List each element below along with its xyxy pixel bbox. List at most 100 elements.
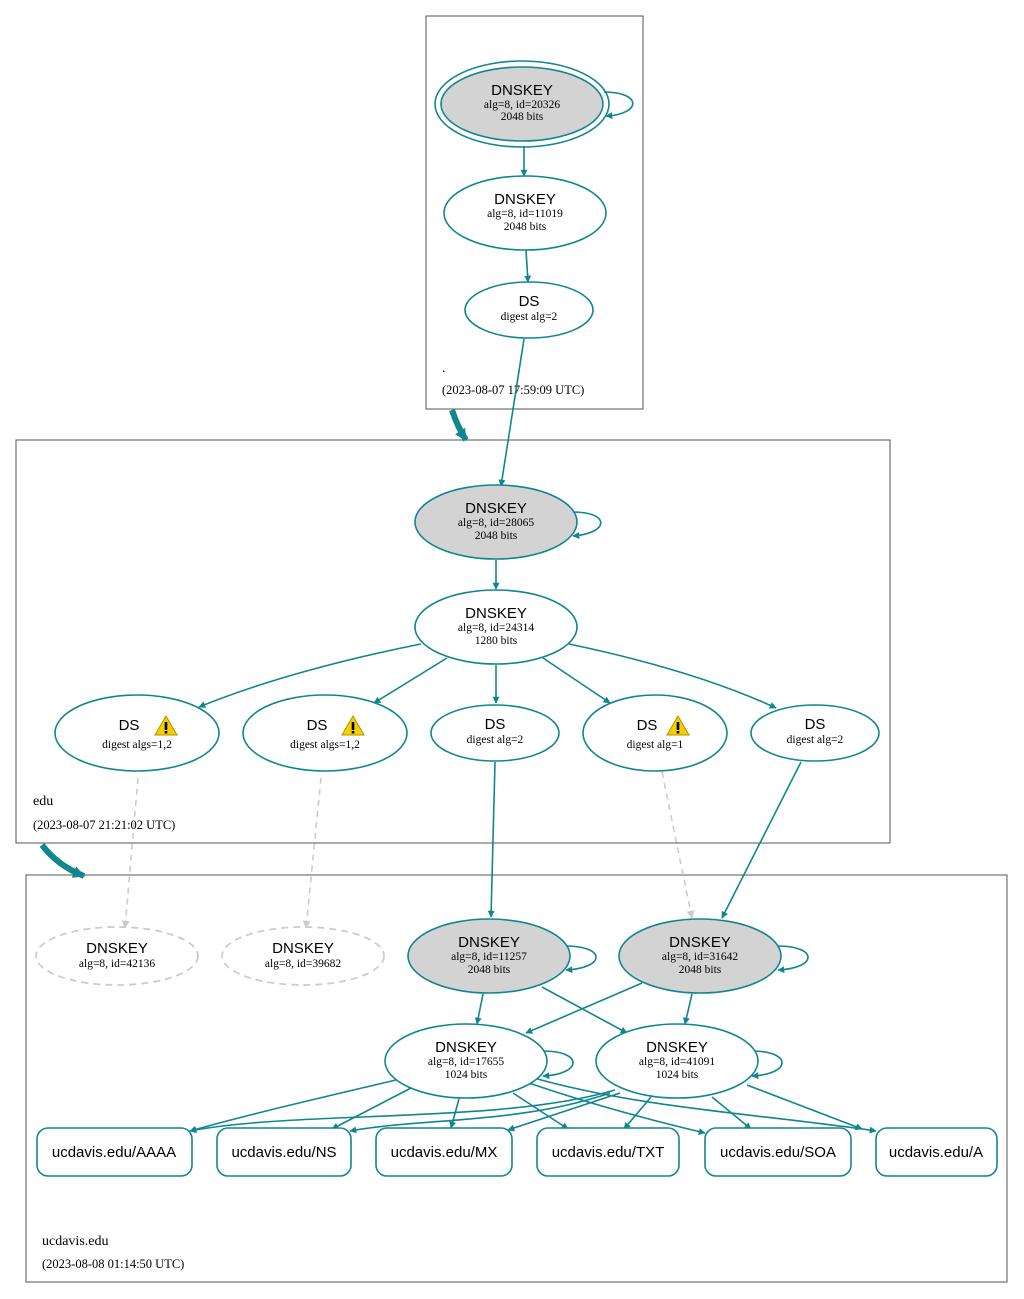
edu-ds2-title: DS (307, 717, 328, 734)
edge-ds2-to-missing-key (302, 777, 322, 929)
root-zsk-node[interactable]: DNSKEY alg=8, id=11019 2048 bits (443, 175, 607, 251)
uc-zsk1-alg: alg=8, id=17655 (428, 1056, 504, 1068)
edge-uc-ksk1-to-zsk1 (474, 993, 484, 1025)
edge-zsk2-to-a (746, 1084, 863, 1131)
delegation-edu-to-ucdavis (39, 843, 86, 879)
edu-ds4-title: DS (637, 717, 658, 734)
edge-edu-zsk-to-ds1 (198, 643, 422, 708)
uc-missing-key-1-title: DNSKEY (86, 940, 148, 957)
edge-uc-zsk1-self (542, 1050, 574, 1080)
root-ds-digest: digest alg=2 (501, 311, 558, 323)
uc-zsk1-bits: 1024 bits (445, 1069, 488, 1081)
edu-ksk-bits: 2048 bits (475, 530, 518, 542)
edu-ds1-title: DS (119, 717, 140, 734)
edu-ds4-digest: digest alg=1 (627, 739, 684, 751)
zone-root-name: . (442, 361, 446, 376)
edge-edu-zsk-to-ds5 (568, 643, 777, 709)
edge-root-ds-to-edu-ksk (498, 338, 525, 487)
edge-zsk2-to-ns (349, 1092, 611, 1134)
edu-ds5-digest: digest alg=2 (787, 734, 844, 746)
uc-zsk1-node[interactable]: DNSKEY alg=8, id=17655 1024 bits (384, 1023, 548, 1099)
edu-ksk-node[interactable]: DNSKEY alg=8, id=28065 2048 bits (414, 484, 578, 560)
zone-edu-box (15, 439, 891, 844)
root-ds-title: DS (519, 293, 540, 310)
zone-edu-timestamp: (2023-08-07 21:21:02 UTC) (33, 818, 175, 832)
rrset-aaaa[interactable]: ucdavis.edu/AAAA (36, 1127, 193, 1177)
root-zsk-bits: 2048 bits (504, 221, 547, 233)
delegation-root-to-edu (449, 409, 469, 442)
edge-zsk1-to-mx (449, 1098, 460, 1129)
uc-zsk2-alg: alg=8, id=41091 (639, 1056, 715, 1068)
edge-zsk2-to-soa (711, 1096, 752, 1130)
uc-zsk2-node[interactable]: DNSKEY alg=8, id=41091 1024 bits (595, 1023, 759, 1099)
uc-zsk2-title: DNSKEY (646, 1039, 708, 1056)
rrset-txt[interactable]: ucdavis.edu/TXT (536, 1127, 680, 1177)
uc-ksk2-alg: alg=8, id=31642 (662, 951, 738, 963)
uc-missing-key-2-alg: alg=8, id=39682 (265, 958, 341, 970)
edge-ds5-to-uc-ksk2 (721, 761, 802, 919)
uc-ksk2-node[interactable]: DNSKEY alg=8, id=31642 2048 bits (618, 918, 782, 994)
edge-edu-zsk-to-ds2 (373, 657, 448, 704)
rrset-ns-label: ucdavis.edu/NS (231, 1144, 336, 1161)
edge-uc-ksk2-to-zsk1 (525, 982, 643, 1034)
uc-missing-key-1-node[interactable]: DNSKEY alg=8, id=42136 (35, 926, 199, 986)
rrset-txt-label: ucdavis.edu/TXT (552, 1144, 665, 1161)
edu-zsk-bits: 1280 bits (475, 635, 518, 647)
uc-ksk1-node[interactable]: DNSKEY alg=8, id=11257 2048 bits (407, 918, 571, 994)
edge-uc-ksk2-to-zsk2 (683, 993, 693, 1025)
uc-zsk1-title: DNSKEY (435, 1039, 497, 1056)
zone-ucdavis-name: ucdavis.edu (42, 1234, 108, 1249)
edu-ksk-title: DNSKEY (465, 500, 527, 517)
edge-ds1-to-missing-key (121, 777, 139, 929)
edge-zsk1-to-soa (528, 1082, 706, 1135)
edge-ds3-to-uc-ksk1 (487, 761, 496, 918)
rrset-soa[interactable]: ucdavis.edu/SOA (704, 1127, 852, 1177)
edge-zsk1-to-aaaa (189, 1079, 397, 1133)
edge-zsk2-to-txt (623, 1096, 652, 1130)
uc-missing-key-2-node[interactable]: DNSKEY alg=8, id=39682 (221, 926, 385, 986)
zone-ucdavis-timestamp: (2023-08-08 01:14:50 UTC) (42, 1257, 184, 1271)
root-ds-node[interactable]: DS digest alg=2 (464, 281, 594, 339)
uc-zsk2-bits: 1024 bits (656, 1069, 699, 1081)
edge-edu-zsk-to-ds4 (542, 657, 611, 704)
rrset-soa-label: ucdavis.edu/SOA (720, 1144, 836, 1161)
edge-uc-ksk1-to-zsk2 (541, 986, 628, 1034)
edu-ds3-title: DS (485, 716, 506, 733)
edge-uc-zsk2-self (751, 1050, 783, 1080)
rrset-a-label: ucdavis.edu/A (889, 1144, 983, 1161)
zone-root-box (425, 15, 644, 410)
edge-zsk2-to-aaaa (189, 1089, 616, 1134)
uc-ksk1-bits: 2048 bits (468, 964, 511, 976)
root-ksk-node[interactable]: DNSKEY alg=8, id=20326 2048 bits (434, 60, 610, 148)
uc-ksk1-title: DNSKEY (458, 934, 520, 951)
edu-ds3-node[interactable]: DS digest alg=2 (430, 704, 560, 762)
edge-root-zsk-to-ds (524, 249, 532, 283)
root-ksk-bits: 2048 bits (501, 111, 544, 123)
uc-ksk2-title: DNSKEY (669, 934, 731, 951)
edge-ds4-to-uc-ksk2 (661, 771, 695, 919)
edu-ds4-node[interactable]: DS digest alg=1 (582, 694, 728, 772)
rrset-a[interactable]: ucdavis.edu/A (875, 1127, 998, 1177)
root-ksk-title: DNSKEY (491, 82, 553, 99)
edu-ds1-digest: digest algs=1,2 (102, 739, 172, 751)
root-zsk-alg: alg=8, id=11019 (487, 208, 563, 220)
edu-ds5-node[interactable]: DS digest alg=2 (750, 704, 880, 762)
edu-zsk-alg: alg=8, id=24314 (458, 622, 534, 634)
edu-ksk-alg: alg=8, id=28065 (458, 517, 534, 529)
edge-zsk1-to-a (533, 1077, 877, 1134)
rrset-mx[interactable]: ucdavis.edu/MX (375, 1127, 513, 1177)
edge-uc-ksk1-self (565, 945, 597, 974)
uc-missing-key-2-title: DNSKEY (272, 940, 334, 957)
root-zsk-title: DNSKEY (494, 191, 556, 208)
uc-ksk2-bits: 2048 bits (679, 964, 722, 976)
rrset-aaaa-label: ucdavis.edu/AAAA (52, 1144, 176, 1161)
edu-ds2-node[interactable]: DS digest algs=1,2 (242, 694, 408, 772)
edge-edu-ksk-self (572, 511, 602, 539)
edu-ds1-node[interactable]: DS digest algs=1,2 (54, 694, 220, 772)
zone-edu-name: edu (33, 794, 53, 809)
zone-ucdavis-box (25, 874, 1008, 1283)
edu-zsk-node[interactable]: DNSKEY alg=8, id=24314 1280 bits (414, 589, 578, 665)
root-ksk-alg: alg=8, id=20326 (484, 99, 560, 111)
rrset-ns[interactable]: ucdavis.edu/NS (216, 1127, 352, 1177)
